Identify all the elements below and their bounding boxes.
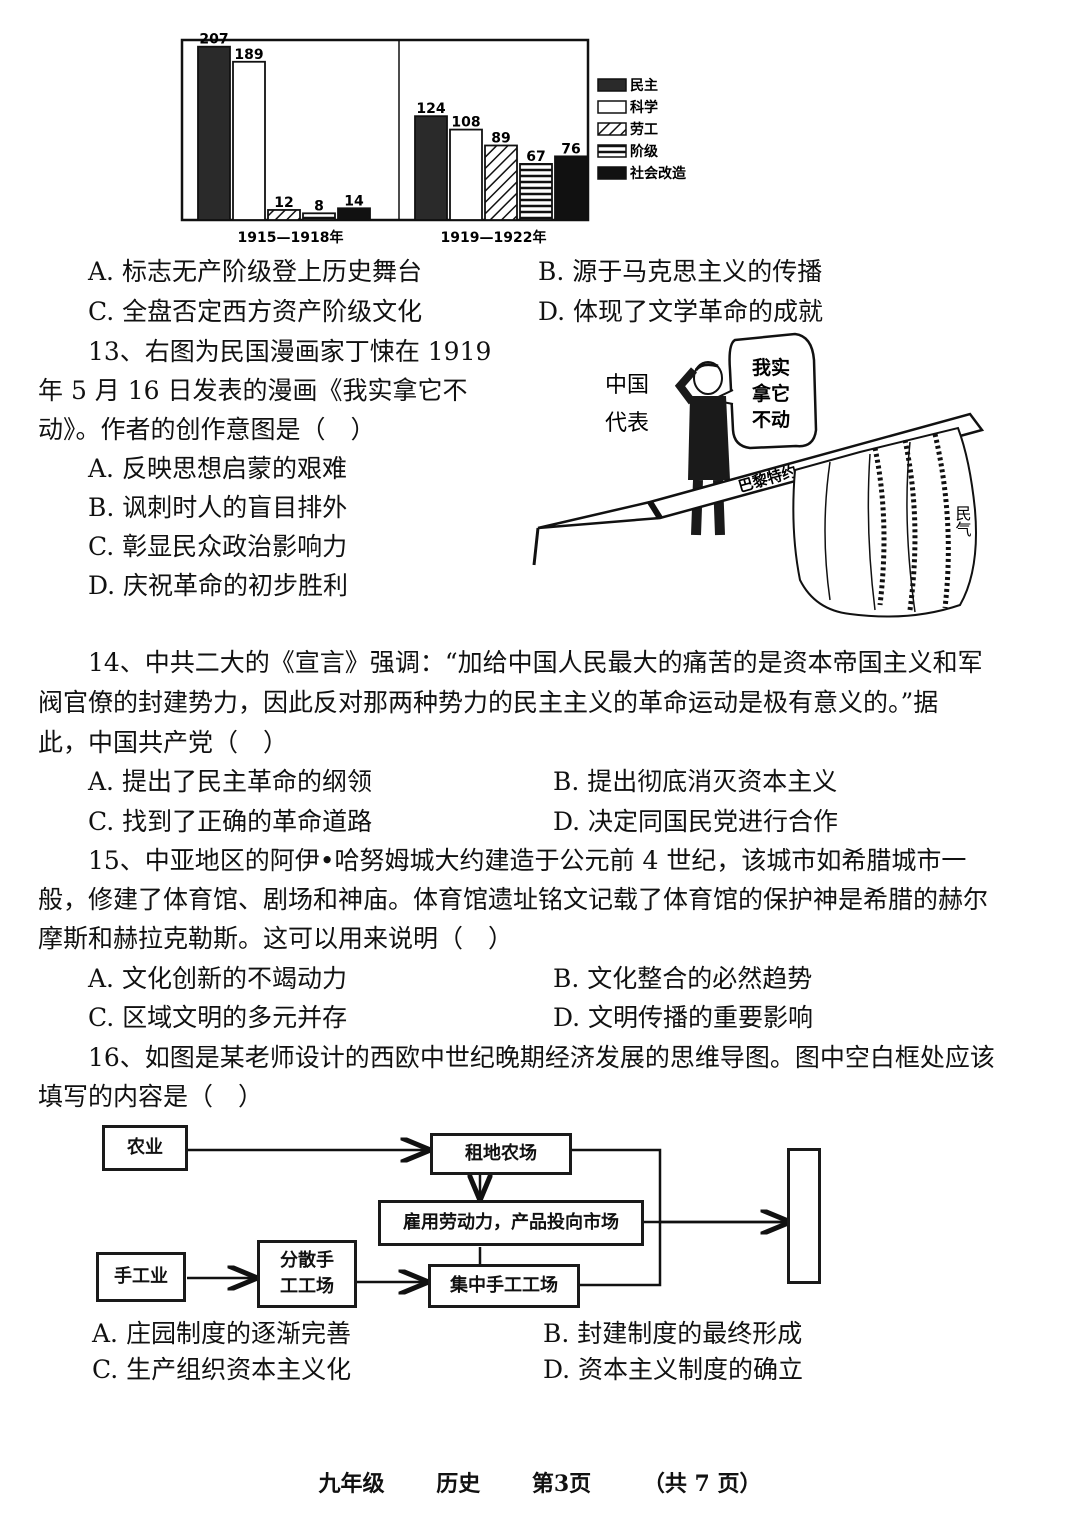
- q15-option-c[interactable]: C. 区域文明的多元并存: [88, 1003, 348, 1032]
- bar-value-label: 76: [561, 141, 580, 157]
- q14-option-b[interactable]: B. 提出彻底消灭资本主义: [553, 767, 838, 796]
- bar-value-label: 108: [451, 115, 480, 131]
- node-labor-market: 雇用劳动力，产品投向市场: [378, 1200, 644, 1246]
- q14-stem-line1: 14、中共二大的《宣言》强调：“加给中国人民最大的痛苦的是资本帝国主义和军: [88, 648, 983, 677]
- q13-option-a[interactable]: A. 反映思想启蒙的艰难: [88, 454, 347, 483]
- footer-grade: 九年级: [318, 1471, 385, 1497]
- bar-1-1: [449, 128, 483, 221]
- bar-value-label: 89: [491, 130, 510, 146]
- bar-value-label: 8: [314, 198, 324, 214]
- x-tick-label: 1919—1922年: [441, 229, 547, 246]
- q12-option-a[interactable]: A. 标志无产阶级登上历史舞台: [88, 257, 422, 286]
- legend-label: 科学: [630, 99, 658, 116]
- legend-label: 劳工: [630, 121, 658, 138]
- q15-option-a[interactable]: A. 文化创新的不竭动力: [88, 964, 347, 993]
- q13-stem-line3: 动》。作者的创作意图是（ ）: [38, 415, 376, 444]
- legend-swatch: [597, 122, 627, 136]
- legend-label: 社会改造: [629, 165, 686, 182]
- q15-stem-line3: 摩斯和赫拉克勒斯。这可以用来说明（ ）: [38, 924, 514, 953]
- bar-0-2: [267, 209, 301, 221]
- legend-swatch: [597, 144, 627, 158]
- bar-value-label: 12: [274, 195, 293, 211]
- node-blank-answer[interactable]: [787, 1148, 821, 1284]
- person-figure: [674, 361, 730, 536]
- cartoon-illustration: 我实 拿它 不动 中国 代表 巴黎特约 民气: [532, 332, 985, 618]
- q14-option-a[interactable]: A. 提出了民主革命的纲领: [88, 767, 372, 796]
- footer-page: 第3页: [531, 1471, 592, 1497]
- q13-stem-line2: 年 5 月 16 日发表的漫画《我实拿它不: [38, 376, 468, 405]
- bar-value-label: 207: [199, 32, 228, 48]
- bar-0-4: [337, 207, 371, 221]
- bar-value-label: 67: [526, 149, 545, 165]
- label-china-1: 中国: [605, 373, 649, 398]
- chart-frame: [180, 38, 590, 222]
- node-dispersed-line2: 工工场: [280, 1276, 334, 1297]
- bubble-text-2: 拿它: [751, 382, 790, 405]
- bar-value-label: 189: [234, 47, 263, 63]
- footer-subject: 历史: [436, 1471, 481, 1497]
- q12-option-c[interactable]: C. 全盘否定西方资产阶级文化: [88, 297, 423, 326]
- bar-value-label: 124: [416, 101, 445, 117]
- speech-bubble: [728, 332, 818, 450]
- node-agriculture: 农业: [102, 1125, 188, 1171]
- rope-text: 民气: [953, 505, 972, 537]
- q13-stem-line1: 13、右图为民国漫画家丁悚在 1919: [88, 337, 492, 366]
- q14-option-c[interactable]: C. 找到了正确的革命道路: [88, 807, 373, 836]
- bubble-text-1: 我实: [752, 356, 790, 379]
- q16-option-a[interactable]: A. 庄园制度的逐渐完善: [92, 1319, 351, 1348]
- node-farm: 租地农场: [430, 1133, 572, 1175]
- node-handicraft: 手工业: [96, 1252, 186, 1302]
- q16-option-b[interactable]: B. 封建制度的最终形成: [543, 1319, 803, 1348]
- q16-option-c[interactable]: C. 生产组织资本主义化: [92, 1355, 352, 1384]
- bar-0-0: [197, 45, 231, 221]
- q16-option-d[interactable]: D. 资本主义制度的确立: [543, 1355, 804, 1384]
- legend-swatch: [597, 78, 627, 92]
- x-tick-label: 1915—1918年: [238, 229, 344, 246]
- hanging-cloth: 民气: [792, 426, 977, 618]
- plot-border: [180, 38, 590, 222]
- bubble-text-3: 不动: [752, 409, 790, 431]
- label-china-2: 代表: [605, 411, 649, 436]
- q16-stem-line1: 16、如图是某老师设计的西欧中世纪晚期经济发展的思维导图。图中空白框处应该: [88, 1043, 995, 1072]
- q12-option-b[interactable]: B. 源于马克思主义的传播: [538, 257, 823, 286]
- q12-option-d[interactable]: D. 体现了文学革命的成就: [538, 297, 824, 326]
- q15-stem-line2: 般，修建了体育馆、剧场和神庙。体育馆遗址铭文记载了体育馆的保护神是希腊的赫尔: [38, 885, 989, 914]
- q15-option-b[interactable]: B. 文化整合的必然趋势: [553, 964, 813, 993]
- q16-stem-line2: 填写的内容是（ ）: [38, 1082, 264, 1111]
- bar-chart: 207 189 12 8 14 124 108 89 67 76 1915—1918年 1919—1…: [180, 32, 686, 246]
- q14-stem-line2: 阀官僚的封建势力，因此反对那两种势力的民主主义的革命运动是极有意义的。”据: [38, 688, 939, 717]
- q13-option-c[interactable]: C. 彰显民众政治影响力: [88, 532, 348, 561]
- legend-swatch: [597, 166, 627, 180]
- bar-1-3: [519, 163, 553, 221]
- node-dispersed-workshop: 分散手 工工场: [257, 1240, 357, 1308]
- bar-1-2: [484, 144, 518, 221]
- footer-total: （共 7 页）: [642, 1471, 762, 1497]
- bar-value-label: 14: [344, 193, 364, 209]
- q15-option-d[interactable]: D. 文明传播的重要影响: [553, 1003, 814, 1032]
- q15-stem-line1: 15、中亚地区的阿伊•哈努姆城大约建造于公元前 4 世纪，该城市如希腊城市一: [88, 846, 967, 875]
- node-dispersed-line1: 分散手: [280, 1250, 334, 1271]
- legend-label: 民主: [630, 77, 658, 94]
- page-footer: 九年级 历史 第3页 （共 7 页）: [0, 1466, 1080, 1498]
- node-centralized-workshop: 集中手工工场: [428, 1264, 580, 1308]
- bar-0-1: [232, 60, 266, 221]
- bar-1-4: [554, 155, 588, 221]
- legend-label: 阶级: [630, 143, 659, 160]
- q14-stem-line3: 此，中国共产党（ ）: [38, 728, 289, 757]
- legend-swatch: [597, 100, 627, 114]
- q13-option-d[interactable]: D. 庆祝革命的初步胜利: [88, 571, 349, 600]
- q14-option-d[interactable]: D. 决定同国民党进行合作: [553, 807, 839, 836]
- q13-option-b[interactable]: B. 讽刺时人的盲目排外: [88, 493, 348, 522]
- bar-0-3: [302, 212, 336, 221]
- bar-1-0: [414, 115, 448, 221]
